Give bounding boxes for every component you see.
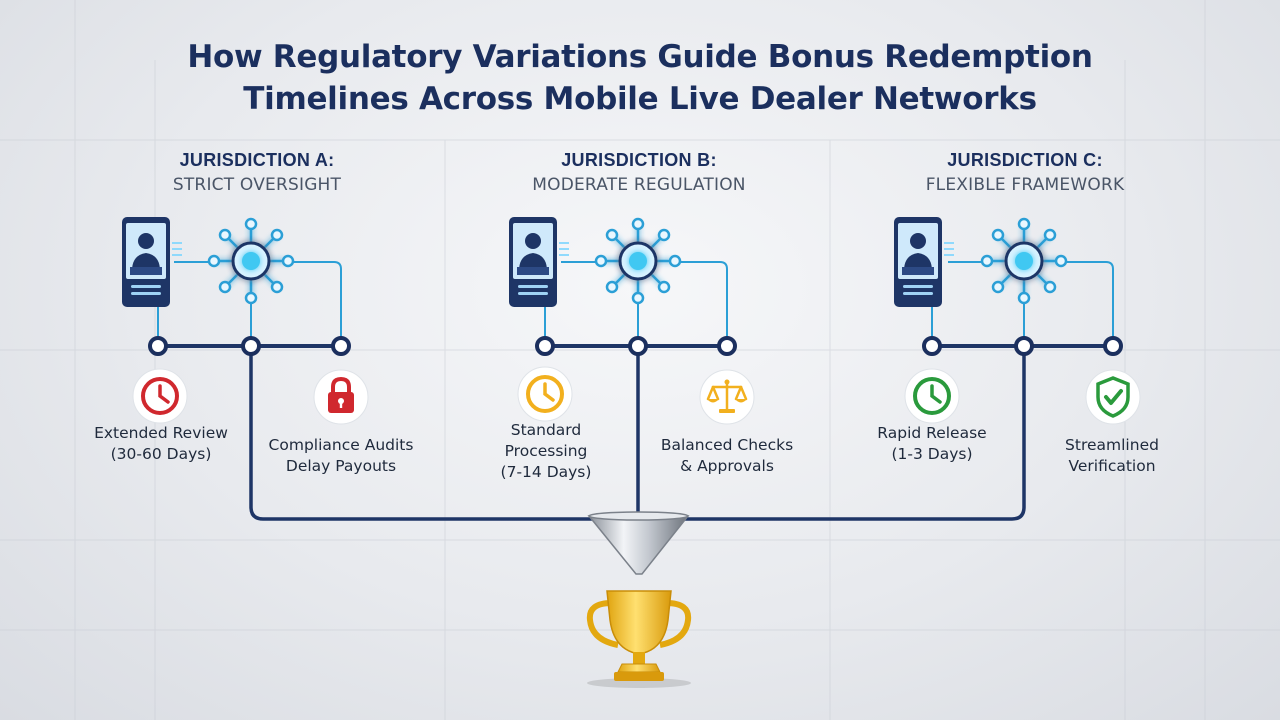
jurisdiction-c-subtitle: FLEXIBLE FRAMEWORK [925,175,1125,195]
mobile-live-dealer-icon [893,216,955,308]
jurisdiction-c-header: JURISDICTION C: FLEXIBLE FRAMEWORK [865,150,1185,195]
requirement-label-line: & Approvals [680,457,774,475]
jurisdiction-a-header: JURISDICTION A: STRICT OVERSIGHT [97,150,417,195]
network-hub-icon [209,219,293,303]
shield-check-icon [1085,369,1141,425]
network-hub-icon [982,219,1066,303]
timeline-label-line: Rapid Release [877,424,987,442]
jurisdiction-b-header: JURISDICTION B: MODERATE REGULATION [479,150,799,195]
timeline-label-line: Extended Review [94,424,228,442]
jurisdiction-a-name: JURISDICTION A: [179,150,335,170]
funnel-icon [587,511,690,575]
clock-icon [517,366,573,422]
jurisdiction-b-subtitle: MODERATE REGULATION [532,175,746,195]
requirement-label-line: Streamlined [1065,436,1159,454]
network-hub-icon [596,219,680,303]
jurisdiction-a-subtitle: STRICT OVERSIGHT [172,175,342,195]
jurisdiction-c-timeline-label: Rapid Release (1-3 Days) [832,423,1032,465]
mobile-live-dealer-icon [508,216,570,308]
jurisdiction-a-timeline-label: Extended Review (30-60 Days) [61,423,261,465]
jurisdiction-b-name: JURISDICTION B: [561,150,717,170]
jurisdiction-c-name: JURISDICTION C: [947,150,1103,170]
jurisdiction-c-requirement-label: Streamlined Verification [1012,435,1212,477]
requirement-label-line: Balanced Checks [660,436,794,454]
jurisdiction-b-flow [508,216,755,425]
jurisdiction-a-requirement-label: Compliance Audits Delay Payouts [241,435,441,477]
requirement-label-line: Delay Payouts [285,457,397,475]
page-title: How Regulatory Variations Guide Bonus Re… [0,36,1280,120]
lock-icon [313,369,369,425]
title-line-2: Timelines Across Mobile Live Dealer Netw… [243,81,1037,117]
timeline-label-line: Processing [504,442,588,460]
mobile-live-dealer-icon [121,216,183,308]
trophy-icon [586,590,692,688]
title-line-1: How Regulatory Variations Guide Bonus Re… [187,39,1093,75]
clock-icon [132,368,188,424]
requirement-label-line: Verification [1068,457,1156,475]
timeline-label-line: (7-14 Days) [500,463,592,481]
requirement-label-line: Compliance Audits [268,436,414,454]
jurisdiction-a-flow [121,216,369,425]
timeline-label-line: (30-60 Days) [110,445,212,463]
clock-icon [904,368,960,424]
jurisdiction-b-requirement-label: Balanced Checks & Approvals [627,435,827,477]
jurisdiction-c-flow [893,216,1141,425]
timeline-label-line: (1-3 Days) [891,445,973,463]
timeline-label-line: Standard [510,421,582,439]
scales-icon [699,369,755,425]
jurisdiction-b-timeline-label: Standard Processing (7-14 Days) [446,420,646,483]
